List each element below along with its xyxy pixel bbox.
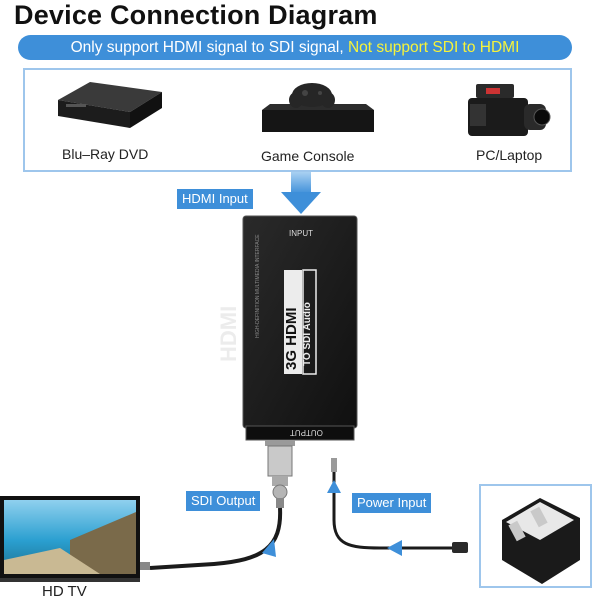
banner-text: Only support HDMI signal to SDI signal, (70, 39, 344, 56)
input-port-label: INPUT (289, 229, 313, 238)
banner-highlight: Not support SDI to HDMI (347, 39, 520, 56)
sdi-cable (149, 507, 283, 570)
product-name-small: TO SDI Audio (302, 302, 313, 366)
sdi-flow-arrow (262, 539, 276, 557)
uk-plug-icon (502, 498, 580, 584)
sdi-output-tag: SDI Output (186, 491, 261, 511)
hd-tv-icon (0, 496, 150, 582)
hdmi-tagline: HIGH-DEFINITION MULTIMEDIA INTERFACE (255, 234, 261, 338)
bluray-label: Blu–Ray DVD (62, 146, 149, 162)
power-up-arrow (327, 480, 341, 493)
camcorder-icon (468, 84, 551, 136)
hdmi-logo-text: HDMI (216, 305, 241, 362)
converter-box (242, 215, 358, 441)
pc-label: PC/Laptop (476, 147, 543, 163)
console-label: Game Console (261, 148, 355, 164)
bluray-player-icon (58, 82, 162, 128)
diagram-title: Device Connection Diagram (14, 0, 378, 30)
power-flow-arrow (387, 540, 402, 556)
power-cable (332, 470, 452, 550)
hd-tv-label: HD TV (42, 583, 87, 600)
output-port-label: OUTPUT (290, 428, 323, 437)
support-banner: Only support HDMI signal to SDI signal, … (18, 35, 572, 60)
power-input-tag: Power Input (352, 493, 432, 513)
game-console-icon (262, 83, 374, 132)
bnc-output-connector (265, 440, 295, 508)
hdmi-input-arrow (281, 172, 321, 214)
power-adapter-frame (479, 484, 592, 588)
hdmi-input-tag: HDMI Input (177, 189, 253, 209)
product-name-big: 3G HDMI (283, 307, 300, 370)
source-devices-frame (23, 68, 572, 172)
